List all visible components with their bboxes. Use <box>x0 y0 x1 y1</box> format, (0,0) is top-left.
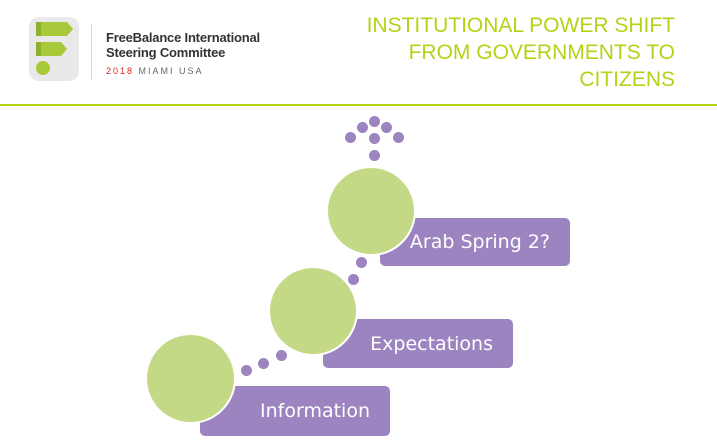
arrow-dot <box>369 133 380 144</box>
title-line-2: FROM GOVERNMENTS TO <box>408 41 675 64</box>
connector-dot <box>356 257 367 268</box>
arrow-dot <box>393 132 404 143</box>
arrow-dot <box>357 122 368 133</box>
arrow-dot <box>345 132 356 143</box>
freebalance-f-logo-icon <box>29 17 79 81</box>
connector-dot <box>348 274 359 285</box>
logo-location: MIAMI USA <box>138 66 204 76</box>
step-label-text: Expectations <box>370 332 493 355</box>
step-label-text: Information <box>260 400 370 422</box>
step-label-information: Information <box>200 386 390 436</box>
header-divider <box>0 104 717 106</box>
connector-dot <box>276 350 287 361</box>
slide-title: INSTITUTIONAL POWER SHIFT FROM GOVERNMEN… <box>367 12 675 93</box>
connector-dot <box>258 358 269 369</box>
logo-name: FreeBalance International Steering Commi… <box>106 30 260 60</box>
logo-line-1: FreeBalance International <box>106 30 260 45</box>
step-circle-3 <box>326 166 416 256</box>
logo-year: 2018 <box>106 66 135 76</box>
logo-line-2: Steering Committee <box>106 45 226 60</box>
logo-event: 2018 MIAMI USA <box>106 66 204 76</box>
step-circle-2 <box>268 266 358 356</box>
arrow-dot <box>369 116 380 127</box>
title-line-1: INSTITUTIONAL POWER SHIFT <box>366 14 675 37</box>
arrow-dot <box>381 122 392 133</box>
step-label-text: Arab Spring 2? <box>409 231 550 253</box>
connector-dot <box>241 365 252 376</box>
step-label-arab-spring: Arab Spring 2? <box>380 218 570 266</box>
logo-divider <box>91 24 92 80</box>
arrow-dot <box>369 150 380 161</box>
title-line-3: CITIZENS <box>579 68 675 91</box>
step-circle-1 <box>145 333 236 424</box>
